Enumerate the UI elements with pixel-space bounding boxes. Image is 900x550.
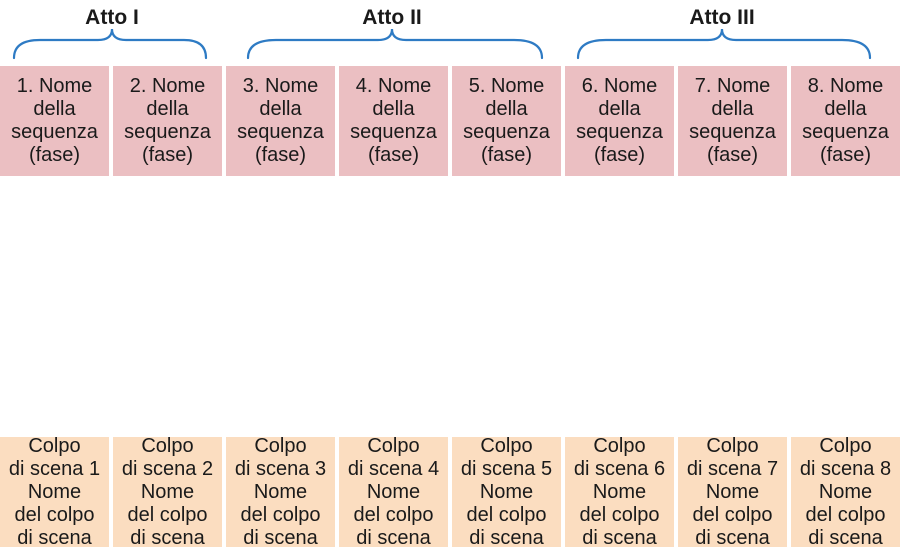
plot-point-box: Colpo di scena 7 Nome del colpo di scena	[678, 434, 787, 549]
plot-point-label: Colpo di scena 6 Nome del colpo di scena	[573, 434, 666, 549]
act-1-title: Atto I	[85, 6, 139, 29]
plot-point-box: Colpo di scena 1 Nome del colpo di scena	[0, 434, 109, 549]
sequence-label: 4. Nome della sequenza (fase)	[350, 75, 437, 166]
plot-point-label: Colpo di scena 4 Nome del colpo di scena	[347, 434, 440, 549]
act-2-brace	[246, 28, 544, 60]
sequence-label: 5. Nome della sequenza (fase)	[463, 75, 550, 166]
sequence-box: 3. Nome della sequenza (fase)	[226, 66, 335, 176]
plot-point-label: Colpo di scena 2 Nome del colpo di scena	[121, 434, 214, 549]
plot-point-label: Colpo di scena 8 Nome del colpo di scena	[799, 434, 892, 549]
plot-point-box: Colpo di scena 6 Nome del colpo di scena	[565, 434, 674, 549]
plot-point-box: Colpo di scena 8 Nome del colpo di scena	[791, 434, 900, 549]
sequence-box: 8. Nome della sequenza (fase)	[791, 66, 900, 176]
sequence-box: 5. Nome della sequenza (fase)	[452, 66, 561, 176]
plot-point-label: Colpo di scena 1 Nome del colpo di scena	[8, 434, 101, 549]
sequence-label: 3. Nome della sequenza (fase)	[237, 75, 324, 166]
act-3-brace	[576, 28, 872, 60]
plot-point-label: Colpo di scena 3 Nome del colpo di scena	[234, 434, 327, 549]
act-3-title: Atto III	[689, 6, 755, 29]
plot-point-row: Colpo di scena 1 Nome del colpo di scena…	[0, 434, 900, 549]
sequence-box: 4. Nome della sequenza (fase)	[339, 66, 448, 176]
sequence-label: 8. Nome della sequenza (fase)	[802, 75, 889, 166]
act-2-title: Atto II	[362, 6, 422, 29]
act-braces	[12, 28, 872, 60]
sequence-label: 7. Nome della sequenza (fase)	[689, 75, 776, 166]
plot-point-box: Colpo di scena 5 Nome del colpo di scena	[452, 434, 561, 549]
sequence-box: 7. Nome della sequenza (fase)	[678, 66, 787, 176]
plot-point-label: Colpo di scena 7 Nome del colpo di scena	[686, 434, 779, 549]
plot-point-label: Colpo di scena 5 Nome del colpo di scena	[460, 434, 553, 549]
plot-point-box: Colpo di scena 3 Nome del colpo di scena	[226, 434, 335, 549]
sequence-label: 2. Nome della sequenza (fase)	[124, 75, 211, 166]
act-1-brace	[12, 28, 208, 60]
sequence-label: 1. Nome della sequenza (fase)	[11, 75, 98, 166]
sequence-label: 6. Nome della sequenza (fase)	[576, 75, 663, 166]
plot-point-box: Colpo di scena 4 Nome del colpo di scena	[339, 434, 448, 549]
plot-point-box: Colpo di scena 2 Nome del colpo di scena	[113, 434, 222, 549]
sequence-box: 6. Nome della sequenza (fase)	[565, 66, 674, 176]
sequence-row: 1. Nome della sequenza (fase) 2. Nome de…	[0, 66, 900, 176]
sequence-box: 1. Nome della sequenza (fase)	[0, 66, 109, 176]
sequence-box: 2. Nome della sequenza (fase)	[113, 66, 222, 176]
